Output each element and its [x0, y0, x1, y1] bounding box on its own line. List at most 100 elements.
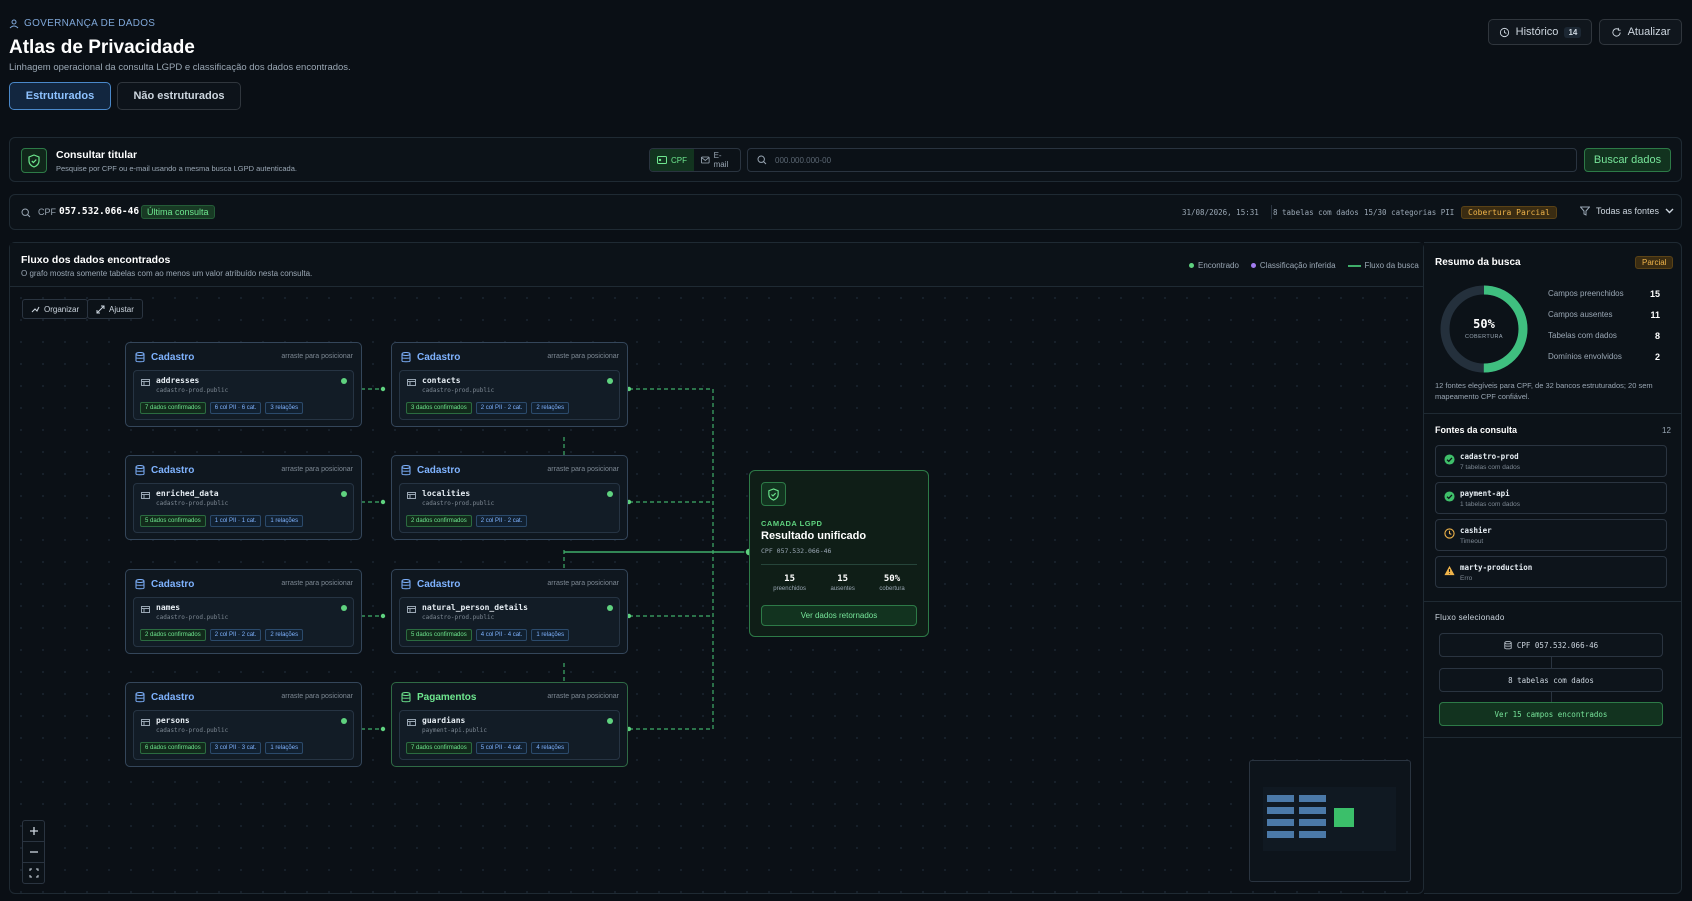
source-item[interactable]: marty-production Erro: [1435, 556, 1667, 588]
node-card[interactable]: Cadastro arraste para posicionar address…: [125, 342, 362, 427]
eyebrow: GOVERNANÇA DE DADOS: [9, 18, 155, 29]
node-schema: cadastro-prod.public: [422, 500, 495, 507]
tables-with-data-count: 8 tabelas com dados: [1273, 208, 1359, 217]
flow-step-connector: [1551, 657, 1552, 668]
node-table-name: natural_person_details: [422, 603, 528, 612]
relations-tag: 4 relações: [531, 742, 570, 754]
flow-title: Fluxo dos dados encontrados: [21, 254, 171, 266]
zoom-in-button[interactable]: [23, 821, 44, 842]
node-card[interactable]: Cadastro arraste para posicionar names c…: [125, 569, 362, 654]
source-item[interactable]: cadastro-prod 7 tabelas com dados: [1435, 445, 1667, 477]
source-filter-dropdown[interactable]: Todas as fontes: [1580, 206, 1674, 216]
pii-tag: 3 col PII · 3 cat.: [209, 742, 262, 754]
search-field[interactable]: 000.000.000-00: [747, 148, 1577, 172]
chevron-down-icon: [1665, 208, 1674, 214]
stat-label: Domínios envolvidos: [1548, 352, 1622, 361]
type-cpf-option[interactable]: CPF: [650, 149, 694, 171]
node-card[interactable]: Cadastro arraste para posicionar enriche…: [125, 455, 362, 540]
fit-button[interactable]: Ajustar: [87, 299, 143, 319]
result-card[interactable]: CAMADA LGPD Resultado unificado CPF 057.…: [749, 470, 929, 637]
flow-step-label: CPF 057.532.066-46: [1516, 640, 1599, 650]
table-row[interactable]: natural_person_details cadastro-prod.pub…: [399, 597, 620, 647]
table-row[interactable]: names cadastro-prod.public 2 dados confi…: [133, 597, 354, 647]
stat-value: 2: [1654, 352, 1660, 362]
source-item[interactable]: cashier Timeout: [1435, 519, 1667, 551]
eyebrow-label: GOVERNANÇA DE DADOS: [24, 18, 156, 29]
divider: [761, 564, 917, 565]
table-row[interactable]: persons cadastro-prod.public 6 dados con…: [133, 710, 354, 760]
donut-progress: [1440, 285, 1528, 373]
flow-step-tables: 8 tabelas com dados: [1439, 668, 1663, 692]
node-card[interactable]: Pagamentos arraste para posicionar guard…: [391, 682, 628, 767]
found-indicator: [607, 718, 613, 724]
legend-swatch: [1250, 263, 1256, 268]
database-icon: [401, 352, 411, 363]
view-returned-data-button[interactable]: Ver dados retornados: [761, 605, 917, 626]
last-query-badge: Última consulta: [141, 205, 215, 219]
last-query-timestamp: 31/08/2026, 15:31: [1182, 208, 1259, 217]
node-domain: Pagamentos: [417, 692, 477, 703]
node-schema: cadastro-prod.public: [156, 727, 229, 734]
drag-hint: arraste para posicionar: [281, 580, 353, 587]
stat-domains: Domínios envolvidos 2: [1548, 352, 1660, 362]
node-table-name: names: [156, 603, 181, 612]
node-domain: Cadastro: [417, 352, 461, 363]
node-table-name: addresses: [156, 376, 200, 385]
view-found-fields-button[interactable]: Ver 15 campos encontrados: [1439, 702, 1663, 726]
stat-value: 15: [784, 574, 796, 584]
minus-icon: [29, 851, 38, 853]
source-name: payment-api: [1460, 489, 1510, 498]
database-icon: [1504, 640, 1512, 649]
node-card[interactable]: Cadastro arraste para posicionar contact…: [391, 342, 628, 427]
fullscreen-icon: [29, 868, 38, 878]
organize-label: Organizar: [44, 304, 80, 314]
type-cpf-label: CPF: [671, 155, 687, 165]
table-row[interactable]: localities cadastro-prod.public 2 dados …: [399, 483, 620, 533]
result-cpf: CPF 057.532.066-46: [761, 547, 832, 555]
node-domain: Cadastro: [417, 579, 461, 590]
refresh-label: Atualizar: [1627, 26, 1671, 38]
source-detail: Erro: [1460, 575, 1473, 582]
confirmed-tag: 2 dados confirmados: [406, 515, 472, 527]
history-button[interactable]: Histórico 14: [1488, 19, 1592, 45]
stat-label: Campos preenchidos: [1548, 289, 1624, 298]
coverage-donut: [1440, 285, 1528, 373]
divider: [1424, 413, 1682, 414]
node-card[interactable]: Cadastro arraste para posicionar localit…: [391, 455, 628, 540]
source-item[interactable]: payment-api 1 tabelas com dados: [1435, 482, 1667, 514]
pii-tag: 2 col PII · 2 cat.: [475, 515, 528, 527]
flow-connectors: [351, 386, 754, 732]
tab-estruturados[interactable]: Estruturados: [9, 82, 111, 110]
node-tags: 7 dados confirmados 6 col PII · 6 cat. 3…: [140, 402, 304, 414]
refresh-button[interactable]: Atualizar: [1599, 19, 1682, 45]
query-title: Consultar titular: [56, 149, 138, 161]
node-tags: 5 dados confirmados 1 col PII · 1 cat. 1…: [140, 515, 304, 527]
minimap[interactable]: [1249, 760, 1411, 882]
type-email-label: E-mail: [713, 151, 729, 169]
flow-legend: Encontrado Classificação inferida Fluxo …: [1189, 261, 1419, 270]
drag-hint: arraste para posicionar: [281, 466, 353, 473]
search-type-toggle: CPF E-mail: [649, 148, 741, 172]
table-row[interactable]: enriched_data cadastro-prod.public 5 dad…: [133, 483, 354, 533]
zoom-out-button[interactable]: [23, 842, 44, 863]
node-table-name: guardians: [422, 716, 466, 725]
node-schema: cadastro-prod.public: [422, 614, 495, 621]
search-submit-button[interactable]: Buscar dados: [1584, 148, 1671, 172]
clock-icon: [1444, 528, 1455, 539]
table-row[interactable]: addresses cadastro-prod.public 7 dados c…: [133, 370, 354, 420]
fit-view-button[interactable]: [23, 863, 44, 883]
warning-icon: [1444, 565, 1455, 576]
node-card[interactable]: Cadastro arraste para posicionar persons…: [125, 682, 362, 767]
node-card[interactable]: Cadastro arraste para posicionar natural…: [391, 569, 628, 654]
found-indicator: [341, 605, 347, 611]
table-row[interactable]: guardians payment-api.public 7 dados con…: [399, 710, 620, 760]
stat-label: cobertura: [879, 586, 905, 592]
pii-tag: 4 col PII · 4 cat.: [475, 629, 528, 641]
stat-value: 15: [1649, 289, 1660, 299]
search-input[interactable]: 000.000.000-00: [775, 155, 832, 165]
expand-icon: [96, 305, 105, 313]
tab-nao-estruturados[interactable]: Não estruturados: [117, 82, 241, 110]
table-row[interactable]: contacts cadastro-prod.public 3 dados co…: [399, 370, 620, 420]
sources-count: 12: [1662, 426, 1671, 435]
type-email-option[interactable]: E-mail: [694, 149, 740, 171]
